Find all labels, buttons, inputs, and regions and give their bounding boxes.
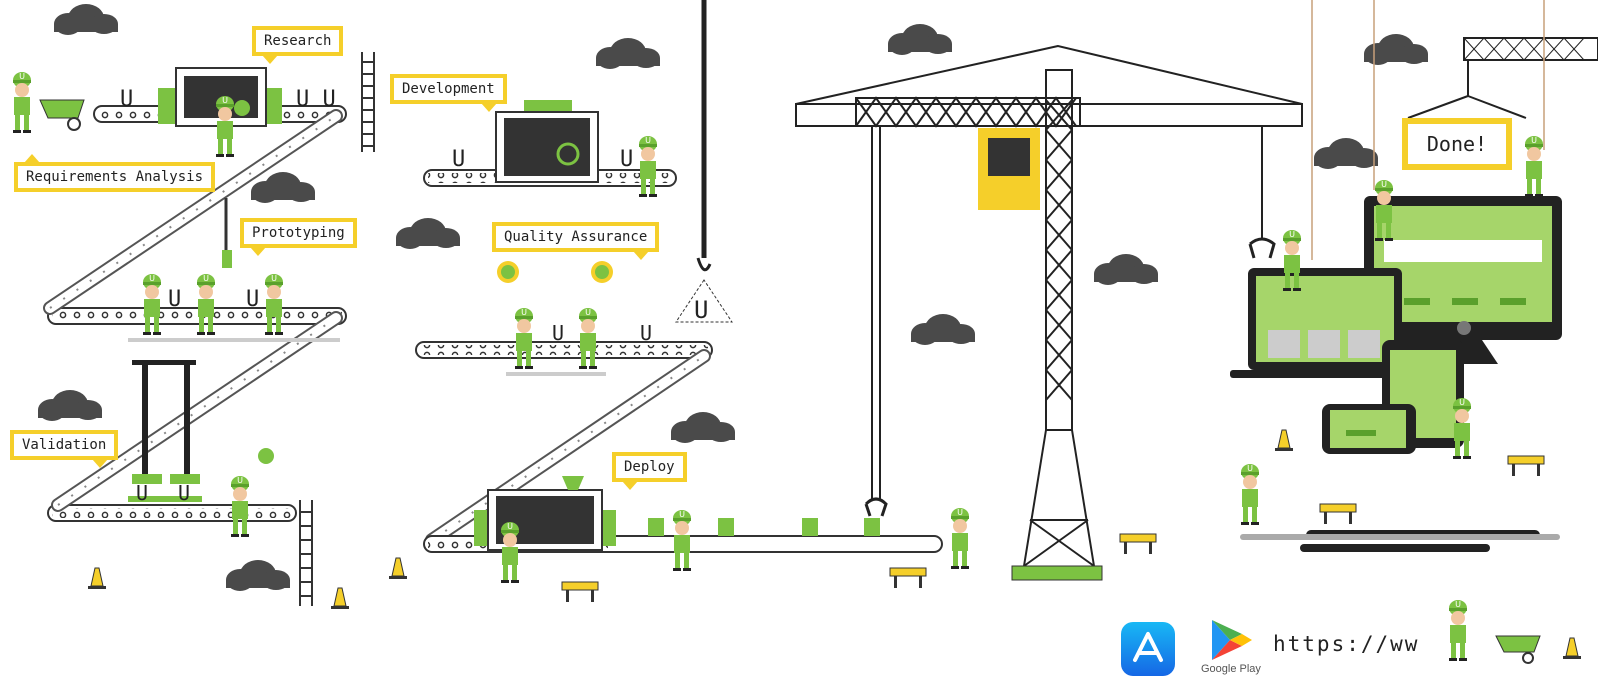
- diagonal-belt-2: [51, 311, 343, 512]
- url-text: https://ww: [1273, 632, 1420, 656]
- ladder: [361, 52, 375, 152]
- barrier-icon: [1507, 455, 1545, 477]
- diagonal-belt-1: [43, 109, 343, 315]
- wheelbarrow-icon: [1495, 635, 1541, 664]
- worker-figure: [197, 274, 215, 335]
- label-deploy: Deploy: [612, 452, 687, 490]
- app-store-icon[interactable]: [1121, 622, 1175, 676]
- barrier-icon: [1119, 533, 1157, 555]
- tower-crane: [795, 44, 1303, 567]
- label-done: Done!: [1402, 118, 1512, 170]
- worker-figure: [13, 72, 31, 133]
- svg-text:U: U: [178, 481, 190, 505]
- phone: [1322, 404, 1416, 454]
- worker-figure: [143, 274, 161, 335]
- worker-figure: [501, 522, 519, 583]
- cloud-icon: [911, 314, 975, 345]
- label-requirements-analysis: Requirements Analysis: [14, 154, 216, 192]
- cloud-icon: [54, 4, 118, 35]
- traffic-cone-icon: [388, 557, 408, 580]
- road: [1240, 530, 1560, 552]
- google-play-label[interactable]: Google Play: [1201, 663, 1261, 675]
- conveyor-belt-qa: [415, 341, 713, 359]
- deploy-machine: [474, 476, 616, 551]
- traffic-cone-icon: [87, 567, 107, 590]
- cloud-icon: [888, 24, 952, 55]
- cloud-icon: [1094, 254, 1158, 285]
- svg-text:U U: U U: [296, 87, 336, 112]
- worker-figure: [1449, 600, 1467, 661]
- label-development: Development: [390, 74, 507, 112]
- check-icon: [258, 448, 274, 464]
- cloud-icon: [671, 412, 735, 443]
- worker-figure: [1241, 464, 1259, 525]
- cloud-icon: [596, 38, 660, 69]
- svg-text:U: U: [246, 287, 259, 312]
- worker-figure: [639, 136, 657, 197]
- worker-figure: [1525, 136, 1543, 197]
- label-research: Research: [252, 26, 344, 64]
- svg-text:U: U: [120, 87, 133, 112]
- wheelbarrow-icon: [39, 99, 85, 131]
- worker-figure: [231, 476, 249, 537]
- ladder: [299, 500, 313, 606]
- barrier-icon: [561, 581, 599, 603]
- label-validation: Validation: [10, 430, 119, 468]
- barrier-icon: [889, 567, 927, 589]
- conveyor-belt-prototyping: [47, 307, 347, 325]
- worker-figure: [515, 308, 533, 369]
- worker-figure: [673, 510, 691, 571]
- barrier-icon: [1319, 503, 1357, 525]
- traffic-cone-icon: [1274, 429, 1294, 452]
- package-icon: [802, 518, 818, 536]
- traffic-cone-icon: [330, 587, 350, 610]
- cloud-icon: [226, 560, 290, 591]
- label-prototyping: Prototyping: [240, 218, 357, 256]
- package-icon: [648, 518, 664, 536]
- diagonal-belt-3: [425, 349, 711, 547]
- svg-text:U: U: [452, 147, 465, 172]
- cloud-icon: [1314, 138, 1378, 169]
- worker-figure: [265, 274, 283, 335]
- worker-figure: [951, 508, 969, 569]
- cloud-icon: [251, 172, 315, 203]
- package-icon: [864, 518, 880, 536]
- svg-text:U: U: [136, 481, 148, 505]
- validation-press: [128, 360, 202, 502]
- laptop: [1230, 268, 1420, 378]
- desktop-monitor: [1364, 196, 1562, 364]
- package-icon: [718, 518, 734, 536]
- conveyor-belt-validation: [47, 504, 297, 522]
- traffic-cone-icon: [1562, 637, 1582, 660]
- svg-text:U: U: [694, 296, 708, 324]
- top-crane: [1407, 37, 1598, 119]
- svg-text:U: U: [552, 321, 564, 345]
- worker-figure: [216, 96, 234, 157]
- google-play-icon: [1212, 620, 1252, 660]
- svg-text:U: U: [168, 287, 181, 312]
- label-quality-assurance: Quality Assurance: [492, 222, 660, 260]
- worker-figure: [1453, 398, 1471, 459]
- development-machine: [495, 100, 599, 183]
- svg-text:U: U: [640, 321, 652, 345]
- cloud-icon: [396, 218, 460, 249]
- worker-figure: [579, 308, 597, 369]
- svg-text:U: U: [620, 147, 633, 172]
- crane-claw: [864, 237, 1276, 517]
- cloud-icon: [38, 390, 102, 421]
